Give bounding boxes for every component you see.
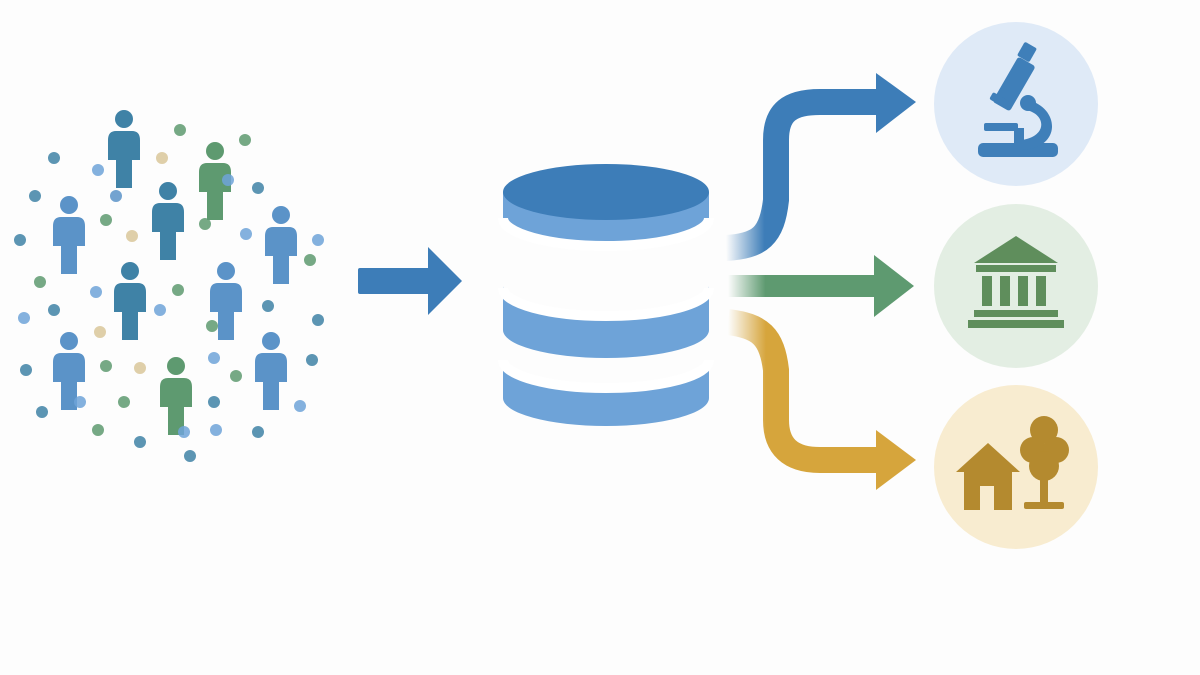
people-cluster	[14, 110, 324, 462]
database-separator	[498, 217, 714, 251]
data-point-dot	[100, 214, 112, 226]
data-point-dot	[100, 360, 112, 372]
destination-government	[934, 204, 1098, 368]
person-icon	[210, 262, 242, 340]
data-point-dot	[94, 326, 106, 338]
data-point-dot	[230, 370, 242, 382]
data-point-dot	[210, 424, 222, 436]
data-point-dot	[174, 124, 186, 136]
destination-community	[934, 385, 1098, 549]
data-point-dot	[34, 276, 46, 288]
data-point-dot	[36, 406, 48, 418]
data-point-dot	[184, 450, 196, 462]
data-point-dot	[110, 190, 122, 202]
data-point-dot	[48, 152, 60, 164]
data-point-dot	[20, 364, 32, 376]
flow-arrow-science	[724, 73, 916, 261]
data-point-dot	[14, 234, 26, 246]
person-icon	[108, 110, 140, 188]
data-point-dot	[294, 400, 306, 412]
data-point-dot	[156, 152, 168, 164]
data-point-dot	[208, 396, 220, 408]
flow-arrow-government	[728, 255, 914, 317]
destination-science	[934, 22, 1098, 186]
database-separator	[498, 359, 714, 393]
data-point-dot	[118, 396, 130, 408]
data-point-dot	[172, 284, 184, 296]
data-point-dot	[126, 230, 138, 242]
data-point-dot	[154, 304, 166, 316]
data-point-dot	[222, 174, 234, 186]
data-point-dot	[262, 300, 274, 312]
person-icon	[160, 357, 192, 435]
data-point-dot	[199, 218, 211, 230]
data-point-dot	[208, 352, 220, 364]
data-point-dot	[252, 182, 264, 194]
data-point-dot	[312, 314, 324, 326]
input-arrow-icon	[358, 247, 462, 315]
data-point-dot	[74, 396, 86, 408]
data-point-dot	[178, 426, 190, 438]
data-point-dot	[312, 234, 324, 246]
data-point-dot	[18, 312, 30, 324]
data-point-dot	[134, 362, 146, 374]
data-point-dot	[306, 354, 318, 366]
data-point-dot	[252, 426, 264, 438]
data-point-dot	[304, 254, 316, 266]
data-point-dot	[239, 134, 251, 146]
data-point-dot	[90, 286, 102, 298]
data-point-dot	[206, 320, 218, 332]
database-icon	[498, 164, 714, 426]
bank-building-icon	[968, 236, 1064, 328]
person-icon	[53, 332, 85, 410]
data-point-dot	[92, 424, 104, 436]
flow-arrow-community	[726, 309, 916, 490]
person-icon	[114, 262, 146, 340]
house-tree-icon	[956, 416, 1069, 510]
data-point-dot	[92, 164, 104, 176]
person-icon	[152, 182, 184, 260]
data-point-dot	[134, 436, 146, 448]
data-point-dot	[240, 228, 252, 240]
microscope-icon	[978, 42, 1058, 157]
database-separator	[498, 287, 714, 321]
person-icon	[265, 206, 297, 284]
person-icon	[53, 196, 85, 274]
data-point-dot	[29, 190, 41, 202]
person-icon	[255, 332, 287, 410]
data-point-dot	[48, 304, 60, 316]
